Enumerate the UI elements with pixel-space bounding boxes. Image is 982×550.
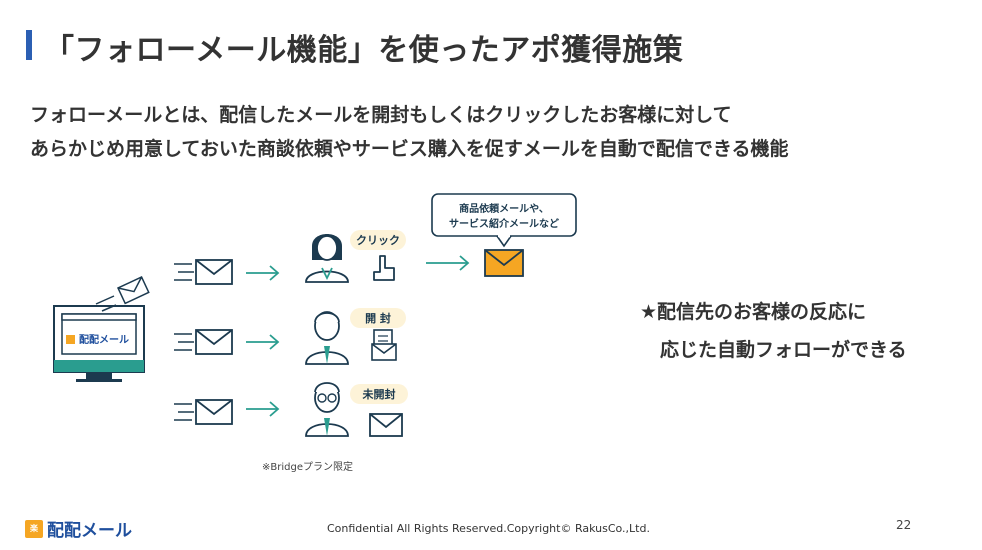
speech-bubble-line-1: 商品依頼メールや、 <box>459 202 549 215</box>
badge-open <box>350 308 406 328</box>
description-line-2: あらかじめ用意しておいた商談依頼やサービス購入を促すメールを自動で配信できる機能 <box>30 138 789 160</box>
follow-mail-diagram: 配配メール クリック <box>53 193 577 473</box>
customer-man-glasses-icon <box>305 382 349 437</box>
badge-unopened-label: 未開封 <box>362 387 396 401</box>
monitor-icon: 配配メール <box>53 305 145 382</box>
customer-man-icon <box>305 311 349 365</box>
right-note-line-1: ★配信先のお客様の反応に <box>640 301 867 323</box>
hand-pointer-icon <box>373 255 395 281</box>
sending-envelope-icon-row1 <box>174 259 233 285</box>
title-accent-bar <box>26 30 32 60</box>
arrow-row2 <box>246 334 280 350</box>
arrow-to-follow-mail <box>426 255 470 271</box>
closed-envelope-icon <box>369 413 403 437</box>
footer-logo-name: 配配メール <box>47 521 132 541</box>
description-line-1: フォローメールとは、配信したメールを開封もしくはクリックしたお客様に対して <box>30 104 732 126</box>
page-number: 22 <box>896 518 912 532</box>
sending-envelope-icon-row3 <box>174 399 233 425</box>
arrow-row1 <box>246 265 280 281</box>
footer-logo: 楽 配配メール <box>25 516 132 541</box>
diagram-footnote: ※Bridgeプラン限定 <box>262 460 353 473</box>
badge-click-label: クリック <box>356 234 400 247</box>
monitor-app-label: 配配メール <box>79 334 129 346</box>
badge-open-label: 開 封 <box>365 311 391 325</box>
badge-unopened <box>350 384 408 404</box>
slide-title: 「フォローメール機能」を使ったアポ獲得施策 <box>44 33 684 68</box>
footer-logo-mark: 楽 <box>25 519 43 538</box>
customer-woman-icon <box>305 234 349 283</box>
footer-copyright: Confidential All Rights Reserved.Copyrig… <box>327 522 650 535</box>
speech-bubble-line-2: サービス紹介メールなど <box>449 217 559 230</box>
open-letter-icon <box>371 329 397 361</box>
sending-envelope-icon-row2 <box>174 329 233 355</box>
badge-click <box>350 230 406 250</box>
speech-bubble: 商品依頼メールや、 サービス紹介メールなど <box>431 193 577 248</box>
arrow-row3 <box>246 401 280 417</box>
follow-mail-envelope-icon <box>484 249 524 277</box>
right-note-line-2: 応じた自動フォローができる <box>660 339 907 361</box>
flying-envelope-icon <box>95 276 150 312</box>
